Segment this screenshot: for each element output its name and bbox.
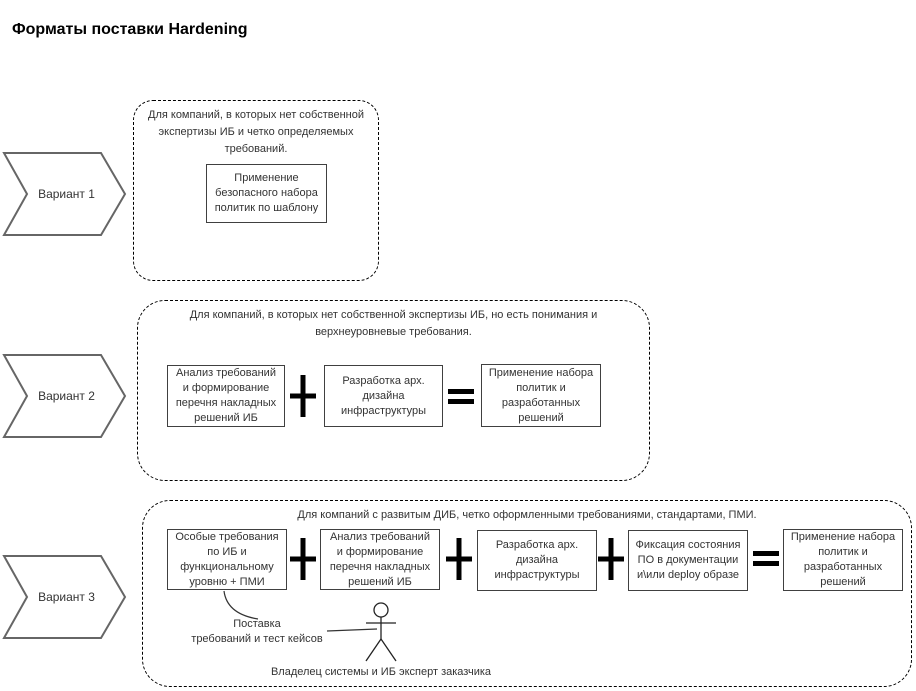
variant-3-chevron: Вариант 3: [2, 554, 127, 640]
chevron-arrow-icon: [2, 152, 127, 236]
variant-3-box-apply-policies: Применение набора политик и разработанны…: [783, 529, 903, 591]
variant-2-box-apply-policies: Применение набора политик и разработанны…: [481, 364, 601, 427]
variant-1-panel: Для компаний, в которых нет собственной …: [133, 100, 379, 281]
variant-2-chevron: Вариант 2: [2, 353, 127, 439]
chevron-arrow-icon: [2, 555, 127, 639]
variant-2-description: Для компаний, в которых нет собственной …: [189, 309, 598, 338]
variant-2-box-requirements-analysis: Анализ требований и формирование перечня…: [167, 365, 285, 427]
variant-3-box-special-requirements: Особые требования по ИБ и функциональном…: [167, 529, 287, 590]
variant-3-label: Вариант 3: [38, 590, 95, 604]
chevron-arrow-icon: [2, 354, 127, 438]
variant-2-panel: Для компаний, в которых нет собственной …: [137, 300, 650, 481]
plus-operator-icon: [446, 538, 472, 580]
actor-caption: Владелец системы и ИБ эксперт заказчика: [270, 666, 492, 678]
variant-3-box-requirements-analysis: Анализ требований и формирование перечня…: [320, 529, 440, 590]
page-title: Форматы поставки Hardening: [12, 21, 248, 38]
variant-1-description: Для компаний, в которых нет собственной …: [148, 109, 364, 155]
annotation-delivery-of-requirements: Поставка требований и тест кейсов: [191, 618, 323, 645]
variant-1-chevron: Вариант 1: [2, 151, 127, 237]
variant-3-panel: Для компаний с развитым ДИБ, четко оформ…: [142, 500, 912, 687]
equals-operator-icon: [448, 389, 474, 404]
plus-operator-icon: [290, 538, 316, 580]
variant-3-box-state-fixation: Фиксация состояния ПО в документации и\и…: [628, 530, 748, 591]
variant-3-box-arch-design: Разработка арх. дизайна инфраструктуры: [477, 530, 597, 591]
equals-operator-icon: [753, 551, 779, 566]
variant-2-label: Вариант 2: [38, 389, 95, 403]
plus-operator-icon: [290, 375, 316, 417]
variant-1-label: Вариант 1: [38, 187, 95, 201]
variant-1-box-apply-template-policies: Применение безопасного набора политик по…: [206, 164, 327, 223]
variant-3-description: Для компаний с развитым ДИБ, четко оформ…: [297, 509, 757, 521]
variant-2-box-arch-design: Разработка арх. дизайна инфраструктуры: [324, 365, 443, 427]
plus-operator-icon: [598, 538, 624, 580]
